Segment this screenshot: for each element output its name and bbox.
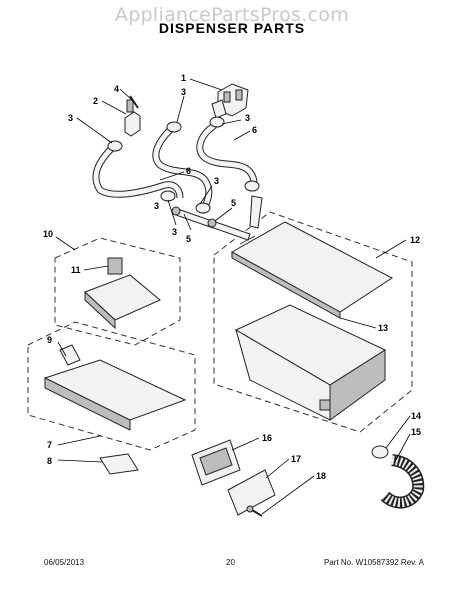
callout-16: 16 xyxy=(262,433,272,443)
callout-15: 15 xyxy=(411,427,421,437)
callout-3e: 3 xyxy=(172,227,177,237)
group-box-10 xyxy=(54,237,181,346)
part-15-bellows xyxy=(380,454,425,509)
leader-lines xyxy=(55,78,411,515)
callout-3a: 3 xyxy=(68,113,73,123)
part-9-drawer xyxy=(43,344,187,431)
callout-13: 13 xyxy=(378,323,388,333)
part-8-bracket xyxy=(99,453,139,475)
part-3-clamps xyxy=(107,116,260,214)
footer-date: 06/05/2013 xyxy=(44,558,85,567)
part-17-gasket xyxy=(227,469,276,516)
callout-3d: 3 xyxy=(214,176,219,186)
part-2-valve xyxy=(124,99,141,137)
callout-17: 17 xyxy=(291,454,301,464)
callout-18: 18 xyxy=(316,471,326,481)
callout-3b: 3 xyxy=(181,87,186,97)
watermark: AppliancePartsPros.com xyxy=(114,4,350,26)
part-12-housing-cover xyxy=(230,221,393,319)
callout-3f: 3 xyxy=(154,201,159,211)
part-1-valve xyxy=(211,83,249,119)
footer-page-number: 20 xyxy=(226,558,235,567)
part-6-hose-left xyxy=(92,145,184,199)
callout-10: 10 xyxy=(43,229,53,239)
group-box-9 xyxy=(27,321,196,451)
part-6-hose-middle xyxy=(152,127,213,206)
callout-5a: 5 xyxy=(231,198,236,208)
part-14-clamp xyxy=(371,445,389,459)
part-11-insert xyxy=(84,257,161,330)
group-box-12 xyxy=(213,211,413,433)
callout-8: 8 xyxy=(47,456,52,466)
part-5-fittings xyxy=(171,195,263,241)
part-18-screw xyxy=(246,505,263,517)
callout-4: 4 xyxy=(114,84,119,94)
callout-6a: 6 xyxy=(252,125,257,135)
callout-9: 9 xyxy=(47,335,52,345)
page-title: DISPENSER PARTS xyxy=(158,20,306,36)
part-16-plate xyxy=(191,439,241,486)
callout-14: 14 xyxy=(411,411,421,421)
callout-2: 2 xyxy=(93,96,98,106)
callout-3c: 3 xyxy=(245,113,250,123)
callout-1: 1 xyxy=(181,73,186,83)
callout-11: 11 xyxy=(71,265,81,275)
callout-7: 7 xyxy=(47,440,52,450)
callout-6b: 6 xyxy=(186,166,191,176)
footer-part-number: Part No. W10587392 Rev. A xyxy=(324,558,424,567)
part-13-housing xyxy=(234,304,387,421)
callout-12: 12 xyxy=(410,235,420,245)
callout-5b: 5 xyxy=(186,234,191,244)
